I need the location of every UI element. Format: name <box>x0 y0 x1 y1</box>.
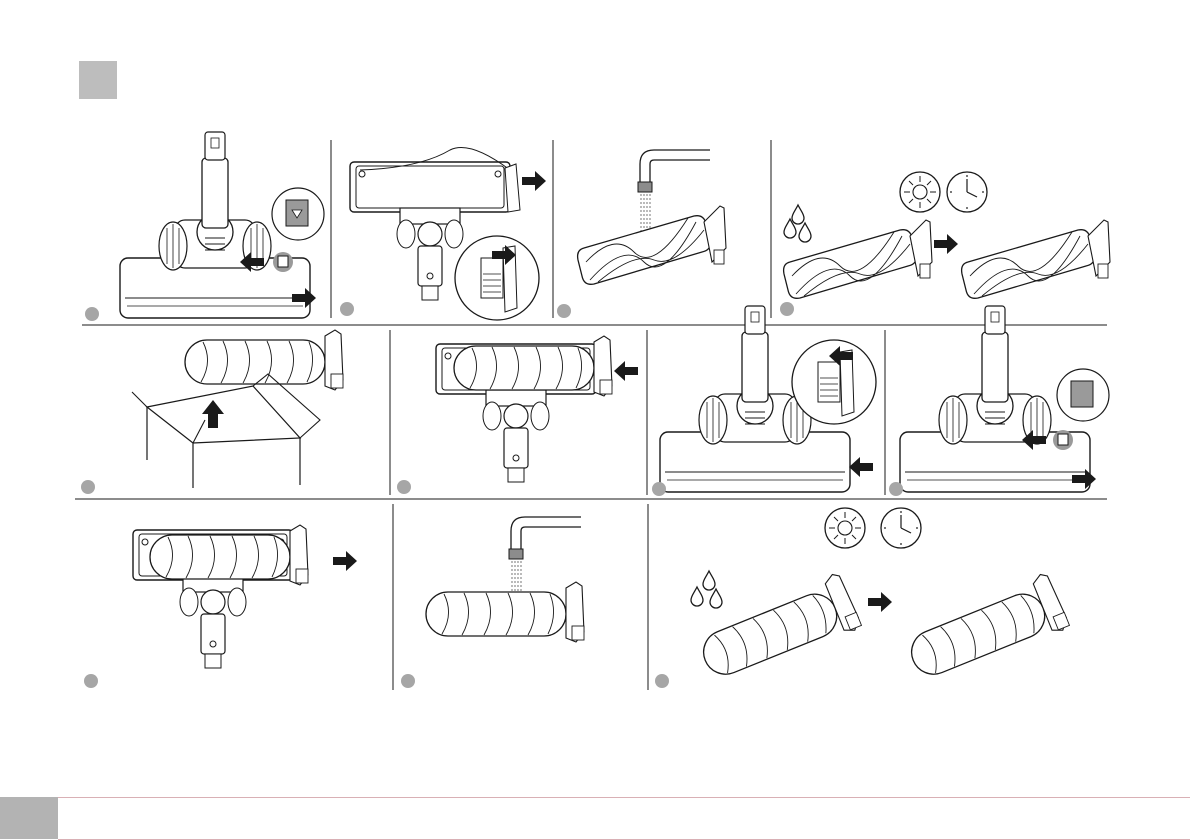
clock-icon <box>947 172 987 212</box>
brush-roll <box>962 220 1110 298</box>
arrow-left-icon <box>849 457 873 477</box>
step-8-lock-brush-head <box>889 306 1109 496</box>
arrow-right-icon <box>333 551 357 571</box>
step-9-slide-out-soft-roller <box>84 525 357 688</box>
sun-icon <box>825 508 865 548</box>
soft-roller <box>901 572 1070 687</box>
step-badge <box>652 482 666 496</box>
step-badge <box>397 480 411 494</box>
soft-roller <box>185 330 343 390</box>
footer-page-tab <box>0 797 58 839</box>
soft-roller <box>693 572 862 687</box>
arrow-left-icon <box>614 361 638 381</box>
step-badge <box>81 480 95 494</box>
step-10-rinse-soft-roller <box>401 517 584 688</box>
sun-icon <box>900 172 940 212</box>
arrow-right-icon <box>522 171 546 191</box>
step-badge <box>85 307 99 321</box>
step-badge <box>340 302 354 316</box>
step-badge <box>401 674 415 688</box>
soft-roller <box>426 582 584 642</box>
footer <box>0 797 1190 839</box>
step-4-dry-brush-roll <box>780 172 1110 316</box>
clock-icon <box>881 508 921 548</box>
footer-bar <box>58 797 1190 840</box>
water-drops-icon <box>691 587 703 606</box>
step-1-unlock-brush-head <box>85 132 324 321</box>
step-2-slide-out-brush-roll <box>340 148 546 321</box>
step-badge <box>84 674 98 688</box>
step-badge <box>557 304 571 318</box>
step-badge <box>889 482 903 496</box>
brush-roll <box>578 206 726 284</box>
arrow-right-icon <box>934 234 958 254</box>
arrow-right-icon <box>868 592 892 612</box>
brush-roll <box>784 220 932 298</box>
step-6-insert-new-roller <box>397 336 638 494</box>
step-5-unpack-new-roller <box>81 330 343 494</box>
step-11-dry-soft-roller <box>655 508 1070 688</box>
step-badge <box>655 674 669 688</box>
step-badge <box>780 302 794 316</box>
arrow-up-icon <box>202 400 224 428</box>
step-3-rinse-brush-roll <box>557 150 726 318</box>
step-7-latch-roller-cap <box>652 306 876 496</box>
